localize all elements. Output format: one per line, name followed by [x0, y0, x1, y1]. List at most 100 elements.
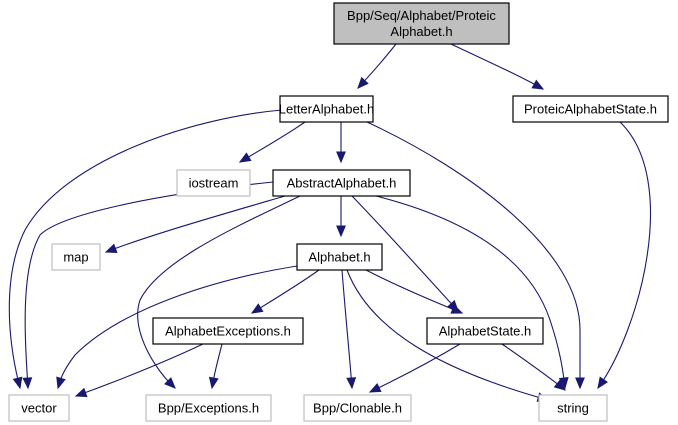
edge-line [346, 269, 549, 401]
edge-root-pstate [450, 43, 545, 90]
edge-abstract-alphabet [336, 196, 346, 238]
edge-line [57, 265, 298, 389]
node-string: string [538, 394, 608, 422]
edge-letter-string [366, 121, 585, 390]
edges-layer [8, 43, 651, 402]
edge-root-letter [357, 43, 397, 89]
edge-line [375, 195, 566, 389]
node-label: vector [21, 401, 57, 416]
node-box [152, 317, 304, 345]
edge-alphabet-aexc [250, 269, 320, 314]
node-label: Bpp/Exceptions.h [158, 401, 259, 416]
node-box [145, 394, 272, 422]
edge-alphabet-vector [56, 265, 298, 390]
edge-line [597, 121, 651, 389]
node-alphabet[interactable]: Alphabet.h [296, 243, 383, 271]
edge-abstract-vector [22, 181, 274, 390]
node-box [296, 243, 383, 271]
edge-letter-iostream [238, 121, 306, 163]
arrowhead-icon [104, 243, 118, 253]
arrowhead-icon [238, 152, 252, 163]
node-box [8, 394, 70, 422]
edge-line [351, 195, 459, 312]
arrowhead-icon [553, 379, 567, 391]
arrowhead-icon [56, 376, 66, 390]
node-box [51, 243, 101, 271]
node-label: map [63, 250, 88, 265]
node-vector: vector [8, 394, 70, 422]
edge-line [239, 121, 306, 163]
edge-abstract-bppexc [137, 195, 301, 389]
node-box [176, 169, 251, 197]
arrowhead-icon [346, 377, 357, 390]
node-label: iostream [189, 176, 239, 191]
node-label: AbstractAlphabet.h [287, 176, 397, 191]
edge-aexc-bppexc [208, 343, 223, 390]
edge-astate-string [501, 343, 567, 391]
arrowhead-icon [336, 225, 346, 238]
node-box [272, 169, 411, 197]
node-letter[interactable]: LetterAlphabet.h [279, 95, 374, 123]
node-box [303, 394, 412, 422]
arrowhead-icon [368, 382, 382, 393]
node-astate[interactable]: AlphabetState.h [426, 317, 544, 345]
node-box [538, 394, 608, 422]
node-root: Bpp/Seq/Alphabet/ProteicAlphabet.h [333, 2, 510, 45]
edge-line [24, 181, 274, 389]
nodes-layer: Bpp/Seq/Alphabet/ProteicAlphabet.hLetter… [8, 2, 669, 422]
edge-abstract-map [104, 195, 286, 253]
node-label: Alphabet.h [390, 24, 452, 39]
edge-aexc-vector [74, 343, 204, 398]
edge-line [450, 43, 544, 90]
arrowhead-icon [208, 376, 219, 390]
node-label: AlphabetState.h [439, 324, 532, 339]
edge-line [137, 195, 301, 389]
node-box [333, 2, 510, 45]
edge-line [366, 121, 581, 388]
edge-alphabet-clonable [341, 269, 357, 390]
arrowhead-icon [74, 387, 88, 398]
node-label: Alphabet.h [308, 250, 370, 265]
edge-alphabet-astate [365, 269, 464, 314]
edge-line [105, 195, 286, 253]
edge-abstract-string [375, 195, 569, 390]
node-box [426, 317, 544, 345]
arrowhead-icon [450, 304, 464, 314]
node-map: map [51, 243, 101, 271]
node-label: AlphabetExceptions.h [165, 324, 291, 339]
arrowhead-icon [597, 376, 608, 390]
edge-pstate-string [597, 121, 651, 390]
edge-astate-clonable [368, 343, 461, 393]
node-clonable: Bpp/Clonable.h [303, 394, 412, 422]
node-iostream: iostream [176, 169, 251, 197]
arrowhead-icon [22, 377, 33, 390]
arrowhead-icon [357, 76, 369, 89]
edge-line [365, 269, 463, 314]
node-pstate[interactable]: ProteicAlphabetState.h [512, 95, 669, 123]
edge-line [8, 109, 283, 389]
arrowhead-icon [250, 303, 264, 314]
edge-line [341, 269, 353, 389]
arrowhead-icon [336, 151, 346, 164]
arrowhead-icon [164, 377, 176, 389]
node-label: ProteicAlphabetState.h [524, 102, 657, 117]
node-abstract[interactable]: AbstractAlphabet.h [272, 169, 411, 197]
edge-letter-vector [8, 109, 283, 390]
node-box [512, 95, 669, 123]
node-aexc[interactable]: AlphabetExceptions.h [152, 317, 304, 345]
edge-line [251, 269, 320, 314]
node-label: string [557, 401, 589, 416]
node-box [279, 95, 374, 123]
node-label: Bpp/Seq/Alphabet/Proteic [347, 8, 496, 23]
edge-line [501, 343, 566, 391]
arrowhead-icon [531, 79, 545, 90]
arrowhead-icon [575, 377, 585, 390]
edge-line [75, 343, 204, 397]
node-label: Bpp/Clonable.h [313, 401, 402, 416]
arrowhead-icon [558, 376, 569, 390]
node-bppexc: Bpp/Exceptions.h [145, 394, 272, 422]
edge-letter-abstract [336, 122, 346, 164]
arrowhead-icon [12, 376, 23, 390]
node-label: LetterAlphabet.h [279, 102, 374, 117]
